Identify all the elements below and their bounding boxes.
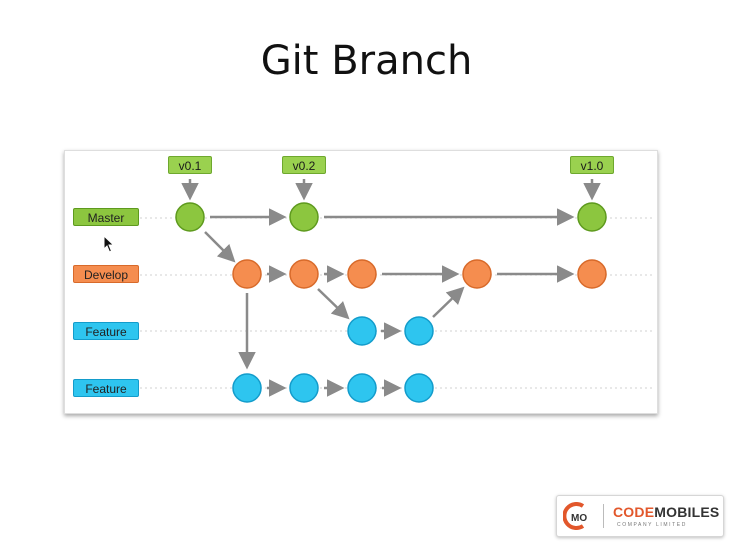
logo-name-part2: MOBILES (654, 504, 720, 520)
commit-feature2-2 (289, 373, 319, 403)
tag-v0-1: v0.1 (168, 156, 212, 174)
commit-develop-1 (232, 259, 262, 289)
arrow-master-to-develop (204, 231, 236, 263)
logo-subtitle: COMPANY LIMITED (617, 522, 687, 528)
lane-label-master: Master (73, 208, 139, 226)
commit-feature2-4 (404, 373, 434, 403)
lane-label-feature-1: Feature (73, 322, 139, 340)
codemobiles-logo-mark-icon: MO (563, 502, 587, 530)
master-commits (175, 202, 607, 232)
commit-master-2 (289, 202, 319, 232)
commit-feature2-3 (347, 373, 377, 403)
lane-label-feature-2: Feature (73, 379, 139, 397)
logo-wordmark: CODEMOBILES (613, 504, 719, 520)
logo-name-part1: CODE (613, 504, 655, 520)
feature-2-commits (232, 373, 434, 403)
commit-develop-3 (347, 259, 377, 289)
logo-mark-text: MO (571, 513, 587, 524)
commit-develop-5 (577, 259, 607, 289)
arrow-develop-to-feature-1 (317, 288, 350, 320)
feature-1-commits (347, 316, 434, 346)
commit-develop-2 (289, 259, 319, 289)
commit-develop-4 (462, 259, 492, 289)
mouse-cursor-icon (103, 235, 115, 253)
commit-feature1-1 (347, 316, 377, 346)
commit-master-3 (577, 202, 607, 232)
commit-feature1-2 (404, 316, 434, 346)
arrow-feature1-merge (432, 286, 465, 318)
commit-feature2-1 (232, 373, 262, 403)
logo-separator (603, 504, 604, 528)
lane-label-develop: Develop (73, 265, 139, 283)
commit-master-1 (175, 202, 205, 232)
tag-v1-0: v1.0 (570, 156, 614, 174)
tag-v0-2: v0.2 (282, 156, 326, 174)
codemobiles-logo: MO CODEMOBILES COMPANY LIMITED (556, 495, 724, 537)
commit-arrows (181, 179, 601, 397)
develop-commits (232, 259, 607, 289)
slide-title: Git Branch (260, 38, 473, 84)
